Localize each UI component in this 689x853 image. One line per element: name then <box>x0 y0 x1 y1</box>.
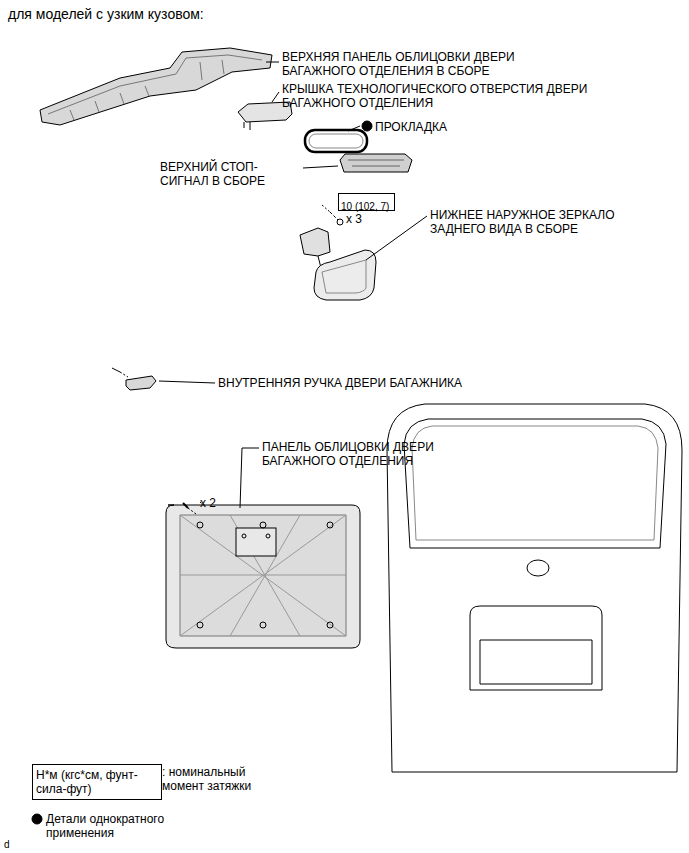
part-name: КРЫШКА ТЕХНОЛОГИЧЕСКОГО ОТВЕРСТИЯ ДВЕРИ … <box>282 82 642 110</box>
part-name: ПАНЕЛЬ ОБЛИЦОВКИ ДВЕРИ БАГАЖНОГО ОТДЕЛЕН… <box>262 440 462 468</box>
legend-torque-box: Н*м (кгс*см, фунт-сила-фут) <box>32 764 162 800</box>
part-name: ВЕРХНЯЯ ПАНЕЛЬ ОБЛИЦОВКИ ДВЕРИ БАГАЖНОГО… <box>282 50 552 78</box>
diagram-title: для моделей с узким кузовом: <box>8 6 204 23</box>
node-text: 10 (102, 7) <box>341 201 389 213</box>
part-name: НИЖНЕЕ НАРУЖНОЕ ЗЕРКАЛО ЗАДНЕГО ВИДА В С… <box>430 208 635 236</box>
node-text: Н*м (кгс*см, фунт-сила-фут) <box>36 768 156 796</box>
legend-text: Детали однократного применения <box>46 812 186 840</box>
torque-spec-box: 10 (102, 7) <box>338 193 395 211</box>
quantity-label: x 2 <box>200 496 230 510</box>
part-name: ВНУТРЕННЯЯ РУЧКА ДВЕРИ БАГАЖНИКА <box>218 376 518 390</box>
quantity-label: x 3 <box>346 212 376 226</box>
part-name: ПРОКЛАДКА <box>375 120 495 134</box>
figure-code: d <box>4 838 24 852</box>
legend-text: : номинальный момент затяжки <box>162 765 262 793</box>
part-name: ВЕРХНИЙ СТОП-СИГНАЛ В СБОРЕ <box>160 160 305 188</box>
